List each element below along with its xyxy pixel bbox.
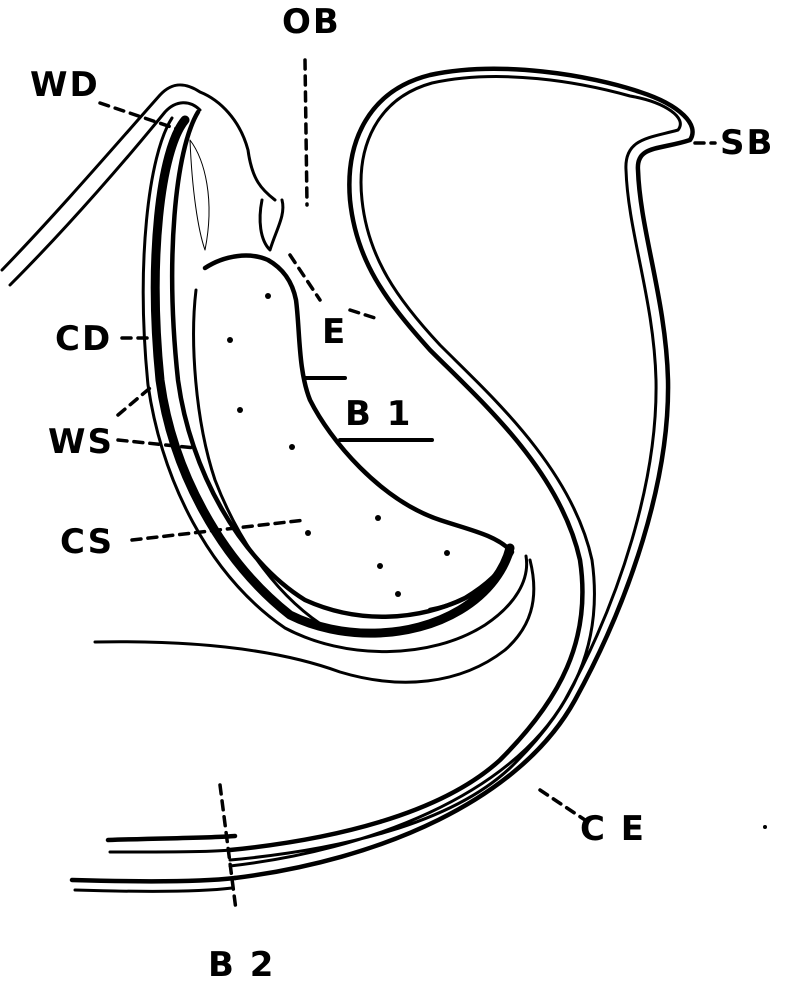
label-cs: CS <box>60 525 114 559</box>
inner-body <box>2 85 534 682</box>
label-b1: B 1 <box>345 397 412 431</box>
label-ce: C E <box>580 812 646 846</box>
label-cd: CD <box>55 322 112 356</box>
label-wd: WD <box>30 68 100 102</box>
label-b2: B 2 <box>208 948 275 982</box>
wd-shading <box>190 140 209 250</box>
outer-membrane <box>230 69 693 878</box>
cell-dots <box>227 293 767 829</box>
label-e: E <box>322 315 347 349</box>
label-ob: OB <box>282 5 341 39</box>
label-sb: SB <box>720 126 774 160</box>
label-ws: WS <box>48 425 114 459</box>
lower-bands <box>72 836 235 891</box>
